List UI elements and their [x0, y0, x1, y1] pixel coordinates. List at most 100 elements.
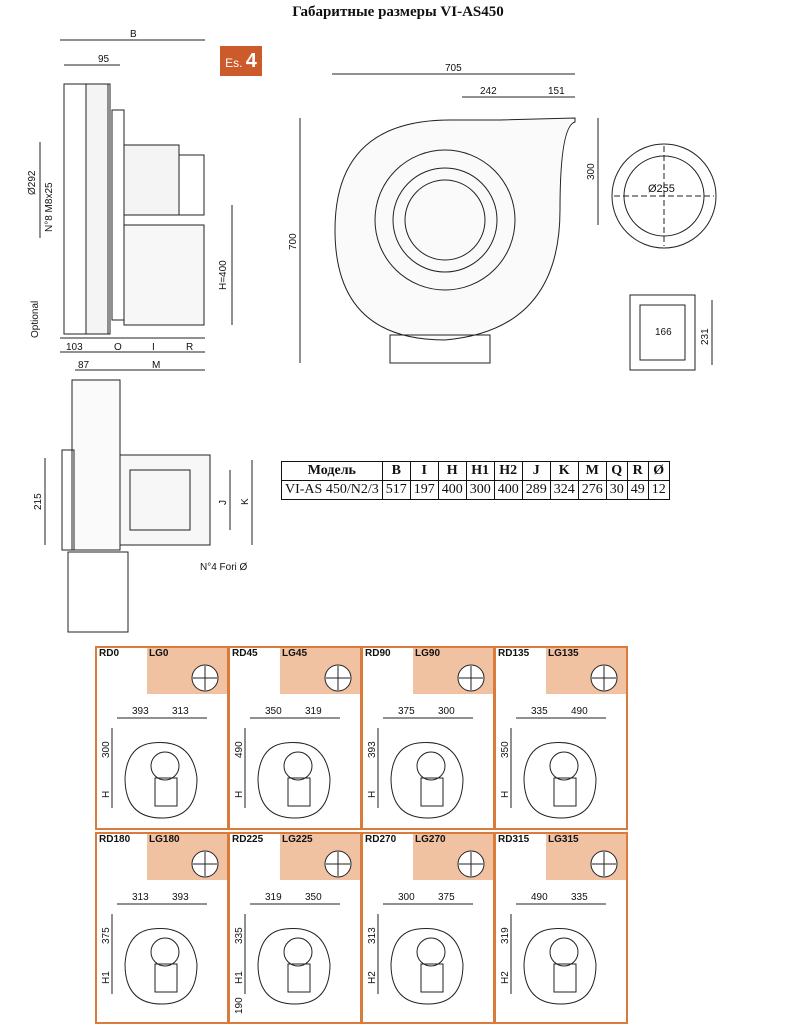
cell-B: 517 — [381, 480, 411, 500]
orientation-dim: 490 — [234, 741, 245, 758]
header-M: M — [577, 461, 607, 481]
dim-I: I — [152, 342, 155, 353]
spec-data-row: VI-AS 450/N2/3 517 197 400 300 400 289 3… — [281, 480, 670, 500]
dim-87: 87 — [78, 360, 90, 371]
cell-K: 324 — [549, 480, 579, 500]
front-view: 705 242 151 700 300 — [288, 63, 599, 364]
dim-700: 700 — [288, 233, 299, 250]
dim-optional: Optional — [30, 301, 41, 338]
orientation-dim: H2 — [367, 971, 378, 984]
dim-231: 231 — [700, 328, 711, 345]
orientation-dim: 319 — [500, 927, 511, 944]
header-B: B — [381, 461, 411, 481]
dim-K: K — [240, 498, 251, 505]
dim-holes: N°4 Fori Ø — [200, 562, 248, 573]
cell-H: 400 — [437, 480, 467, 500]
orientation-dim: 319 — [305, 706, 322, 717]
header-H2: H2 — [493, 461, 523, 481]
lg-label: LG135 — [548, 648, 579, 659]
orientation-dim: H — [101, 791, 112, 798]
rd-label: RD90 — [365, 648, 391, 659]
dim-H400: H=400 — [218, 260, 229, 290]
example-tag: Es. 4 — [220, 46, 262, 76]
lg-label: LG180 — [149, 834, 180, 845]
orientation-dim: 313 — [367, 927, 378, 944]
header-diam: Ø — [647, 461, 670, 481]
dim-215: 215 — [33, 493, 44, 510]
outlet-view: 166 231 — [629, 294, 713, 371]
orientation-dim: 490 — [531, 892, 548, 903]
orientation-dim: 313 — [132, 892, 149, 903]
header-J: J — [521, 461, 551, 481]
tag-prefix: Es. — [225, 56, 243, 70]
dim-292: Ø292 — [27, 170, 38, 195]
orientation-dim: 313 — [172, 706, 189, 717]
orientation-dim: H2 — [500, 971, 511, 984]
lg-label: LG315 — [548, 834, 579, 845]
orientation-dim: 335 — [531, 706, 548, 717]
orientation-dim: 190 — [234, 997, 245, 1014]
dim-O: O — [114, 342, 122, 353]
dim-103: 103 — [66, 342, 83, 353]
dim-J: J — [218, 500, 229, 505]
orientation-dim: 393 — [172, 892, 189, 903]
orientation-dim: 350 — [265, 706, 282, 717]
dim-705: 705 — [445, 63, 462, 74]
orientation-dim: 335 — [234, 927, 245, 944]
orientation-dim: 300 — [101, 741, 112, 758]
orientation-dim: 319 — [265, 892, 282, 903]
lg-label: LG225 — [282, 834, 313, 845]
orientation-dim: 300 — [398, 892, 415, 903]
cell-I: 197 — [409, 480, 439, 500]
spec-header-row: Модель B I H H1 H2 J K M Q R Ø — [281, 461, 670, 481]
orientation-dim: H — [500, 791, 511, 798]
orientation-dim: 375 — [438, 892, 455, 903]
dim-300: 300 — [586, 163, 597, 180]
dim-bolts: N°8 M8x25 — [44, 182, 55, 232]
header-R: R — [626, 461, 649, 481]
header-H: H — [437, 461, 467, 481]
dim-R: R — [186, 342, 193, 353]
orientation-dim: 335 — [571, 892, 588, 903]
cell-diam: 12 — [647, 480, 670, 500]
cell-R: 49 — [626, 480, 649, 500]
orientation-dim: 350 — [500, 741, 511, 758]
cell-H1: 300 — [465, 480, 495, 500]
orientation-dim: 300 — [438, 706, 455, 717]
lg-label: LG0 — [149, 648, 169, 659]
dim-255: Ø255 — [648, 183, 675, 195]
spec-table: Модель B I H H1 H2 J K M Q R Ø VI-AS 450… — [281, 461, 670, 500]
header-K: K — [549, 461, 579, 481]
flange-view: Ø255 — [611, 143, 717, 249]
dim-166: 166 — [655, 327, 672, 338]
orientation-dim: H — [367, 791, 378, 798]
page-title: Габаритные размеры VI-AS450 — [292, 4, 504, 20]
cell-J: 289 — [521, 480, 551, 500]
orientation-dim: 490 — [571, 706, 588, 717]
header-I: I — [409, 461, 439, 481]
tag-number: 4 — [245, 50, 257, 72]
orientation-dim: 375 — [398, 706, 415, 717]
rd-label: RD270 — [365, 834, 397, 845]
rd-label: RD0 — [99, 648, 120, 659]
orientation-dim: 393 — [132, 706, 149, 717]
rd-label: RD315 — [498, 834, 530, 845]
dim-95: 95 — [98, 54, 110, 65]
cell-Q: 30 — [605, 480, 628, 500]
cell-model: VI-AS 450/N2/3 — [281, 480, 383, 500]
rd-label: RD135 — [498, 648, 530, 659]
top-view: 215 J K N°4 Fori Ø — [33, 379, 253, 633]
orientation-dim: H1 — [234, 971, 245, 984]
